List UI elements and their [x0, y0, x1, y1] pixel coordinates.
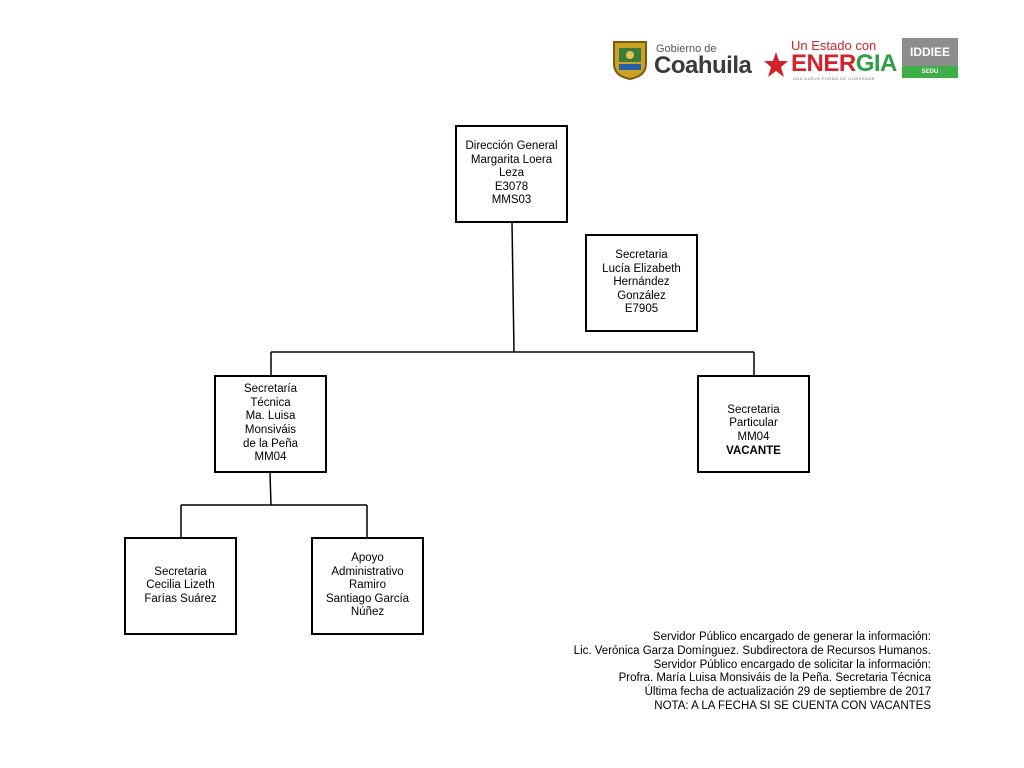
- footer-line: Profra. María Luisa Monsiváis de la Peña…: [618, 672, 931, 685]
- node-line: Santiago García: [325, 592, 410, 605]
- header-logos: Gobierno de Coahuila Un Estado con ENERG…: [610, 36, 960, 82]
- gobierno-coahuila-logo: Gobierno de Coahuila: [610, 38, 752, 81]
- node-line: Secretaria: [727, 403, 780, 416]
- node-line: Secretaría: [243, 383, 298, 396]
- node-line: Secretaria: [615, 249, 668, 262]
- estado-energia-logo: Un Estado con ENERGIA UNA NUEVA FORMA DE…: [763, 38, 897, 81]
- node-direccion-general: Dirección General Margarita Loera Leza E…: [455, 125, 568, 223]
- node-line: Particular: [729, 417, 778, 430]
- node-line: E7905: [624, 303, 659, 316]
- gobierno-small-text: Gobierno de: [656, 43, 717, 55]
- energia-text-part2: GIA: [855, 50, 898, 77]
- node-line: Margarita Loera: [470, 153, 553, 166]
- node-secretaria-particular: Secretaria Particular MM04 VACANTE: [697, 375, 810, 473]
- node-line: Núñez: [350, 606, 385, 619]
- footer-line: Última fecha de actualización 29 de sept…: [644, 686, 931, 699]
- node-line: González: [617, 289, 666, 302]
- footer-line: Servidor Público encargado de solicitar …: [653, 658, 931, 671]
- iddiee-logo: IDDIEE SEDU: [902, 38, 958, 78]
- node-line: Leza: [499, 167, 524, 180]
- energia-star-icon: [764, 52, 788, 77]
- coahuila-shield-icon: [613, 41, 647, 81]
- node-line: E3078: [494, 180, 529, 193]
- node-apoyo-administrativo: Apoyo Administrativo Ramiro Santiago Gar…: [311, 537, 424, 635]
- connector-dg-down: [511, 221, 515, 353]
- energia-text-part1: ENER: [791, 50, 856, 77]
- node-line: Técnica: [250, 396, 291, 409]
- connector-tecnica-down: [269, 472, 272, 506]
- energia-text: ENERGIA: [791, 50, 897, 78]
- node-line: Farías Suárez: [144, 592, 217, 605]
- footer-notes: Servidor Público encargado de generar la…: [574, 631, 931, 714]
- node-secretaria-tecnica: Secretaría Técnica Ma. Luisa Monsiváis d…: [214, 375, 327, 473]
- footer-line: Lic. Verónica Garza Domínguez. Subdirect…: [573, 644, 931, 657]
- energia-tagline: UNA NUEVA FORMA DE GOBERNAR: [793, 76, 876, 81]
- iddiee-text: IDDIEE: [902, 38, 958, 66]
- sedu-text: SEDU: [902, 66, 958, 78]
- node-line: Lucía Elizabeth: [602, 262, 681, 275]
- node-secretaria-cecilia: Secretaria Cecilia Lizeth Farías Suárez: [124, 537, 237, 635]
- node-secretaria-direccion: Secretaria Lucía Elizabeth Hernández Gon…: [585, 234, 698, 332]
- node-line: Monsiváis: [244, 424, 297, 436]
- coahuila-text: Coahuila: [654, 52, 752, 79]
- node-line: Cecilia Lizeth: [146, 579, 215, 592]
- footer-line: Servidor Público encargado de generar la…: [652, 631, 931, 643]
- node-line: Dirección General: [465, 140, 558, 153]
- node-line: Apoyo: [351, 552, 384, 565]
- node-line: MMS03: [491, 194, 532, 207]
- node-line: Secretaria: [154, 565, 207, 578]
- node-line: Ma. Luisa: [245, 410, 296, 423]
- estado-small-text: Un Estado con: [791, 38, 877, 53]
- footer-line: NOTA: A LA FECHA SI SE CUENTA CON VACANT…: [654, 699, 931, 712]
- node-line: Hernández: [613, 276, 670, 289]
- node-line: Ramiro: [348, 579, 387, 592]
- node-line: Administrativo: [331, 565, 404, 578]
- node-line: MM04: [737, 431, 770, 443]
- node-line: de la Peña: [243, 437, 298, 450]
- vacante-label: VACANTE: [726, 444, 781, 457]
- node-line: MM04: [254, 451, 287, 464]
